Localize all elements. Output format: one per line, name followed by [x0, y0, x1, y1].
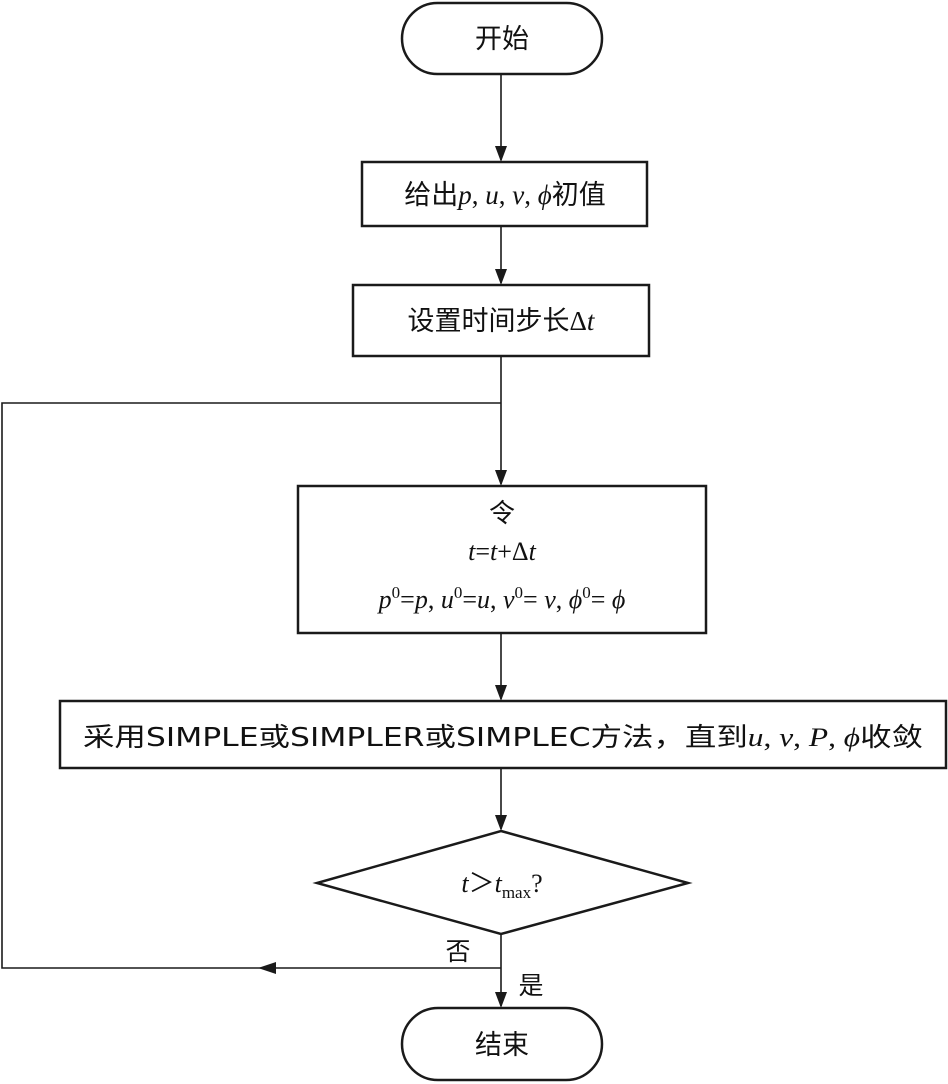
update-phi-eq: =	[591, 585, 612, 614]
node-decision: t＞tmax?	[312, 829, 693, 936]
decision-op: ＞	[469, 869, 495, 898]
solve-prefix: 采用SIMPLE或SIMPLER或SIMPLEC方法，直到	[83, 723, 748, 753]
update-p-var: p	[377, 585, 392, 614]
solve-var-P: P	[808, 723, 829, 752]
update-line2: t=t+Δt	[468, 537, 537, 566]
update-l2-lhs: t	[468, 537, 476, 566]
decision-tail: ?	[531, 869, 543, 898]
update-l2-eq: =	[475, 537, 490, 566]
decision-label: t＞tmax?	[461, 869, 542, 902]
solve-process-shape	[58, 699, 948, 770]
update-u-sup: 0	[454, 583, 463, 602]
decision-diamond-shape	[312, 829, 693, 936]
update-sep-2: ,	[490, 585, 503, 614]
update-sep-3: ,	[556, 585, 569, 614]
update-phi-sup: 0	[582, 583, 591, 602]
update-phi-rhs: ϕ	[612, 585, 625, 614]
update-p-rhs: p	[413, 585, 428, 614]
decision-rhs-t: t	[495, 869, 503, 898]
update-u-eq: =	[462, 585, 477, 614]
init-var-v: v	[512, 180, 524, 210]
arrowhead-end	[495, 992, 507, 1008]
solve-var-u: u	[748, 723, 764, 752]
init-var-u: u	[485, 180, 499, 210]
node-end: 结束	[400, 1006, 604, 1082]
start-terminator-shape	[400, 1, 604, 76]
solve-comma-2: ,	[793, 723, 809, 752]
arrowhead-loop-left	[258, 962, 276, 974]
update-line3: p0=p, u0=u, v0= v, ϕ0= ϕ	[377, 583, 626, 614]
update-l2-plus: +	[497, 537, 512, 566]
init-suffix: 初值	[552, 180, 606, 211]
update-v-rhs: v	[544, 585, 556, 614]
update-phi-var: ϕ	[569, 585, 582, 614]
update-v-sup: 0	[515, 583, 524, 602]
node-timestep: 设置时间步长Δt	[351, 283, 651, 358]
edge-loop-back	[1, 402, 501, 969]
edges	[1, 74, 507, 1008]
update-p-eq: =	[400, 585, 415, 614]
timestep-delta: Δ	[570, 306, 587, 336]
arrowhead-timestep	[495, 269, 507, 285]
init-process-shape	[360, 160, 649, 228]
update-p-sup: 0	[392, 583, 401, 602]
node-update: 令 t=t+Δt p0=p, u0=u, v0= v, ϕ0= ϕ	[296, 484, 708, 635]
end-terminator-shape	[400, 1006, 604, 1082]
init-label: 给出p, u, v, ϕ初值	[404, 180, 605, 211]
decision-sub-max: max	[502, 883, 532, 902]
update-v-eq: =	[523, 585, 544, 614]
arrowhead-solve	[495, 685, 507, 701]
node-start: 开始	[400, 1, 604, 76]
update-l2-rhs: t	[490, 537, 498, 566]
update-u-rhs: u	[477, 585, 490, 614]
update-v-var: v	[503, 585, 515, 614]
update-process-shape	[296, 484, 708, 635]
solve-var-phi: ϕ	[844, 723, 860, 752]
init-var-p: p	[456, 180, 472, 210]
timestep-label: 设置时间步长Δt	[408, 306, 596, 337]
arrowhead-decision	[495, 815, 507, 831]
update-l2-delta-var: t	[529, 537, 537, 566]
start-label: 开始	[475, 24, 529, 55]
solve-suffix: 收敛	[860, 723, 923, 753]
arrowhead-update	[495, 470, 507, 486]
end-label: 结束	[475, 1030, 529, 1061]
decision-var-t: t	[461, 869, 469, 898]
solve-comma-3: ,	[828, 723, 844, 752]
label-no: 否	[445, 937, 470, 966]
init-comma-3: ,	[524, 180, 538, 210]
init-prefix: 给出	[404, 180, 458, 211]
label-yes: 是	[518, 971, 543, 1000]
node-init: 给出p, u, v, ϕ初值	[360, 160, 649, 228]
timestep-prefix: 设置时间步长	[408, 306, 570, 337]
update-u-var: u	[441, 585, 454, 614]
update-line1: 令	[489, 499, 515, 529]
timestep-var-t: t	[587, 306, 596, 336]
update-sep-1: ,	[428, 585, 441, 614]
init-var-phi: ϕ	[538, 180, 552, 210]
solve-comma-1: ,	[763, 723, 779, 752]
solve-var-v: v	[779, 723, 794, 752]
init-comma-1: ,	[472, 180, 486, 210]
update-l2-delta: Δ	[512, 537, 529, 566]
arrowhead-init	[495, 146, 507, 162]
init-comma-2: ,	[499, 180, 513, 210]
timestep-process-shape	[351, 283, 651, 358]
